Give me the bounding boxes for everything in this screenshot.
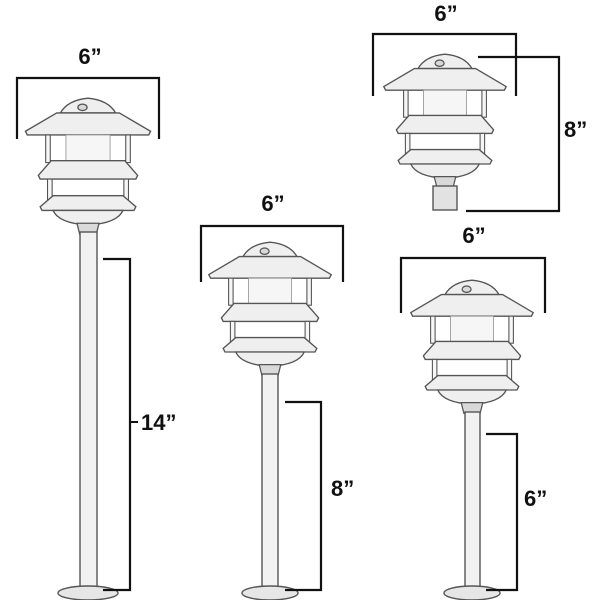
lamp-head-only-width-label: 6” [434, 1, 457, 26]
lamp-14-head-image [24, 97, 152, 236]
lamp-head-only-head-image [383, 53, 507, 189]
lamp-head-only-height-bracket [466, 55, 561, 213]
lamp-8-post-width-bracket [199, 224, 345, 282]
lamp-8-post-base [241, 585, 299, 600]
lamp-14-width-bracket [15, 76, 161, 139]
lamp-6-height-label: 6” [524, 486, 547, 511]
lamp-6-height-bracket [486, 432, 519, 592]
lamp-14-base [57, 585, 119, 600]
lamp-8-post-post [261, 373, 279, 591]
lamp-14-post [79, 231, 98, 591]
lamp-8-post-group: 6” 8” [199, 191, 354, 600]
lamp-6-width-label: 6” [462, 223, 485, 248]
lamp-8-post-width-label: 6” [261, 191, 284, 216]
lamp-head-only-width-bracket [371, 32, 518, 96]
lamp-6-base [443, 585, 501, 600]
lamp-14-height-bracket [103, 257, 132, 592]
lamp-14-group: 6” 14” [15, 44, 176, 600]
lamp-8-post-head-image [208, 241, 332, 377]
lamp-6-post [464, 411, 481, 591]
lamp-8-post-height-label: 8” [331, 476, 354, 501]
lamp-14-width-label: 6” [78, 44, 101, 69]
lamp-14-height-label: 14” [141, 410, 176, 435]
lamp-head-only-group: 6” 8” [371, 1, 587, 213]
lamp-8-post-height-bracket [285, 400, 323, 592]
lamp-head-only-stub [432, 185, 458, 211]
lamp-head-only-height-label: 8” [564, 117, 587, 142]
lamp-6-head-image [410, 279, 534, 415]
lamp-6-group: 6” 6” [399, 223, 547, 600]
lamp-6-width-bracket [399, 256, 547, 313]
